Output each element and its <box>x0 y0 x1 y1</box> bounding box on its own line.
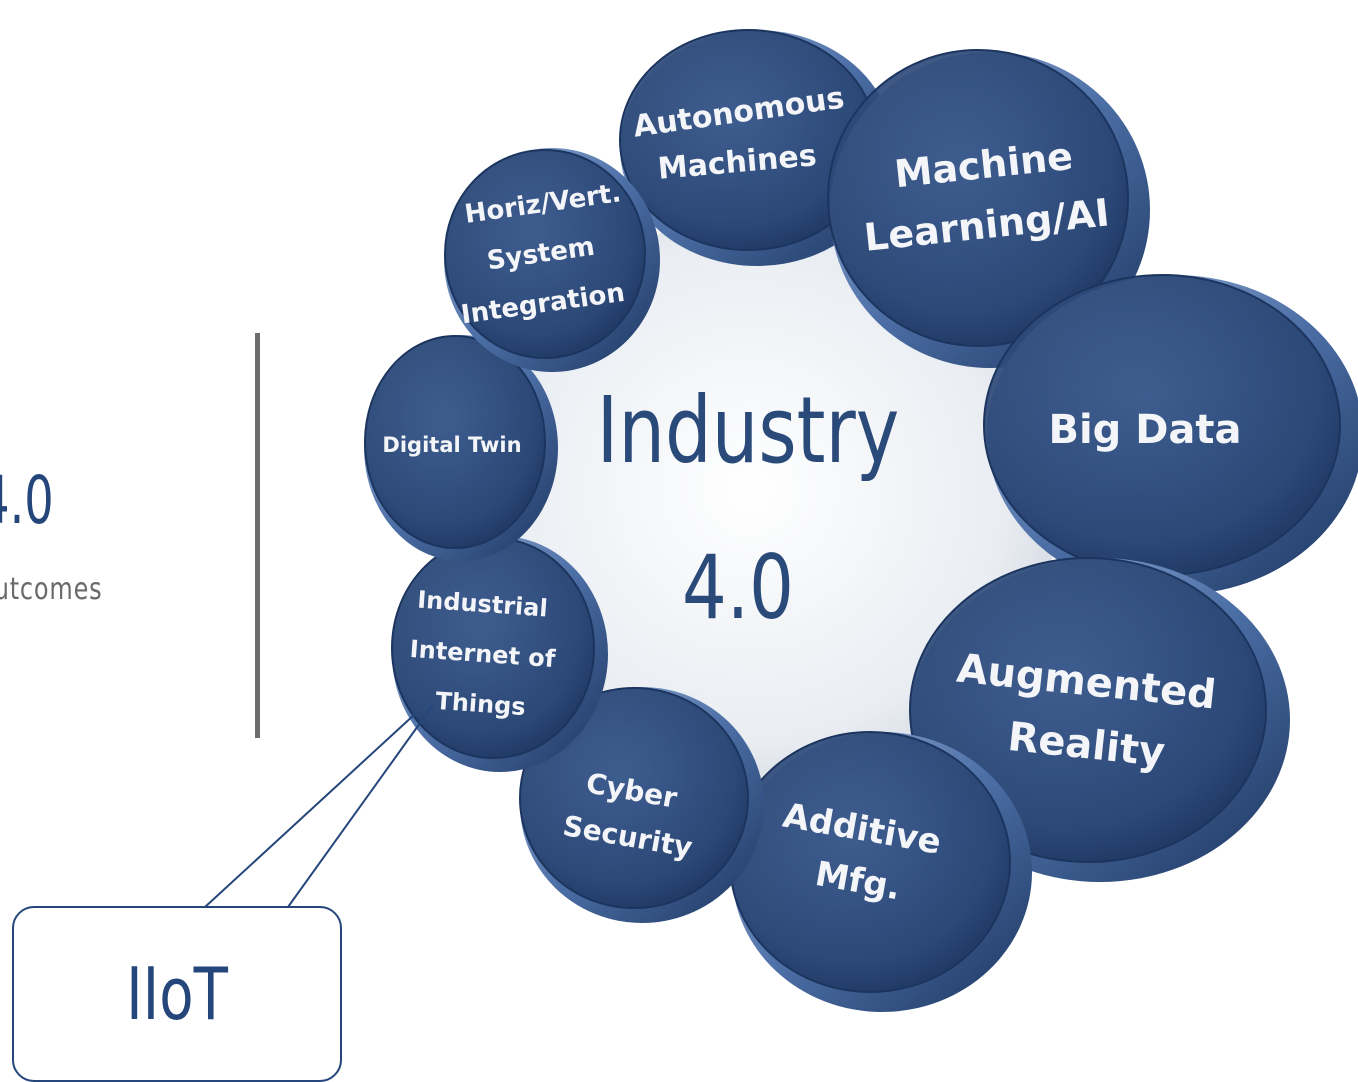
bubble-autonomous-machines: Autonomous Machines <box>619 29 894 266</box>
bubble-industrial-iot: Industrial Internet of Things <box>391 536 608 772</box>
bubble-machine-learning-ai: Machine Learning/AI <box>827 49 1150 368</box>
center-title-line2: 4.0 <box>682 536 794 639</box>
bubble-digital-twin: Digital Twin <box>364 335 558 561</box>
vertical-divider <box>255 333 260 738</box>
bubble-label-line: Digital Twin <box>382 433 521 457</box>
callout-pointer <box>204 704 434 908</box>
page-subtitle: Outcomes <box>0 572 103 607</box>
bubble-cyber-security: Cyber Security <box>519 687 764 923</box>
center-title-line1: Industry <box>597 377 900 484</box>
bubble-label-line: Things <box>435 687 527 721</box>
page-title: y 4.0 <box>0 462 54 539</box>
callout-box: IIoT <box>12 906 342 1082</box>
bubble-big-data: Big Data <box>983 274 1358 595</box>
callout-label: IIoT <box>126 952 228 1036</box>
bubble-label-line: Big Data <box>1048 407 1241 453</box>
center-disk: Industry 4.0 <box>445 220 1055 820</box>
bubble-system-integration: Horiz/Vert. System Integration <box>444 148 660 372</box>
bubble-additive-mfg: Additive Mfg. <box>729 731 1032 1012</box>
